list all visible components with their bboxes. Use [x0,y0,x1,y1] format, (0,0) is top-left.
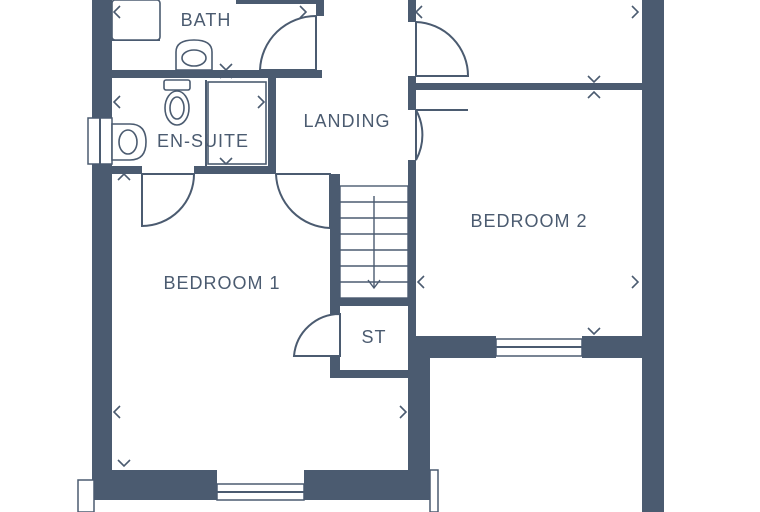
bathtub [111,0,161,41]
wall-bedroom2-top [416,83,642,90]
wall-stair-bottom [330,298,416,306]
wall-bedroom2-bottom-right [582,336,664,358]
wall-bedroom1-right [408,336,430,500]
label-landing: LANDING [303,111,390,131]
toilet-cistern [163,79,191,91]
label-bath: BATH [181,10,232,30]
door-ensuite [141,173,196,228]
label-store: ST [361,327,386,347]
wall-bath-bottom [112,70,322,78]
wall-landing-right-top [408,0,416,22]
basin-bath-bowl [181,49,207,67]
wall-ensuite-bottom [194,166,276,174]
window-bottom-left [77,479,95,512]
door-bath [258,14,317,71]
wall-landing-right [408,160,416,340]
label-bedroom-2: BEDROOM 2 [470,211,587,231]
door-bedroom1 [274,173,331,230]
wall-bath-right [316,0,324,16]
wall-landing-right-mid [408,76,416,110]
wall-bedroom2-bottom-left [408,336,496,358]
basin-ensuite-bowl [118,129,138,155]
wall-ensuite-bottom-left [112,166,142,174]
wall-left [92,0,112,480]
wall-bath-top [236,0,318,4]
door-store [292,312,341,357]
toilet-seat [169,96,185,120]
door-bedroom2-lower [415,109,424,161]
room-labels: BATH LANDING EN-SUITE BEDROOM 2 BEDROOM … [157,10,587,347]
wall-bottom-left [92,470,217,500]
stair-outline [339,185,409,299]
label-bedroom-1: BEDROOM 1 [163,273,280,293]
window-bottom-right-ext [429,469,439,512]
doors [141,14,470,357]
dimension-marks [112,5,640,468]
staircase [339,185,409,299]
shower-tray [207,81,267,165]
door-bedroom2-upper [415,20,470,77]
wall-ensuite-right [268,76,276,172]
wall-store-bottom [330,370,416,378]
wall-right [642,0,664,512]
wall-stair-left [330,174,340,374]
fixtures [111,0,267,165]
label-en-suite: EN-SUITE [157,131,249,151]
windows [77,117,583,512]
walls [92,0,664,512]
stair-arrow-head [367,279,381,290]
